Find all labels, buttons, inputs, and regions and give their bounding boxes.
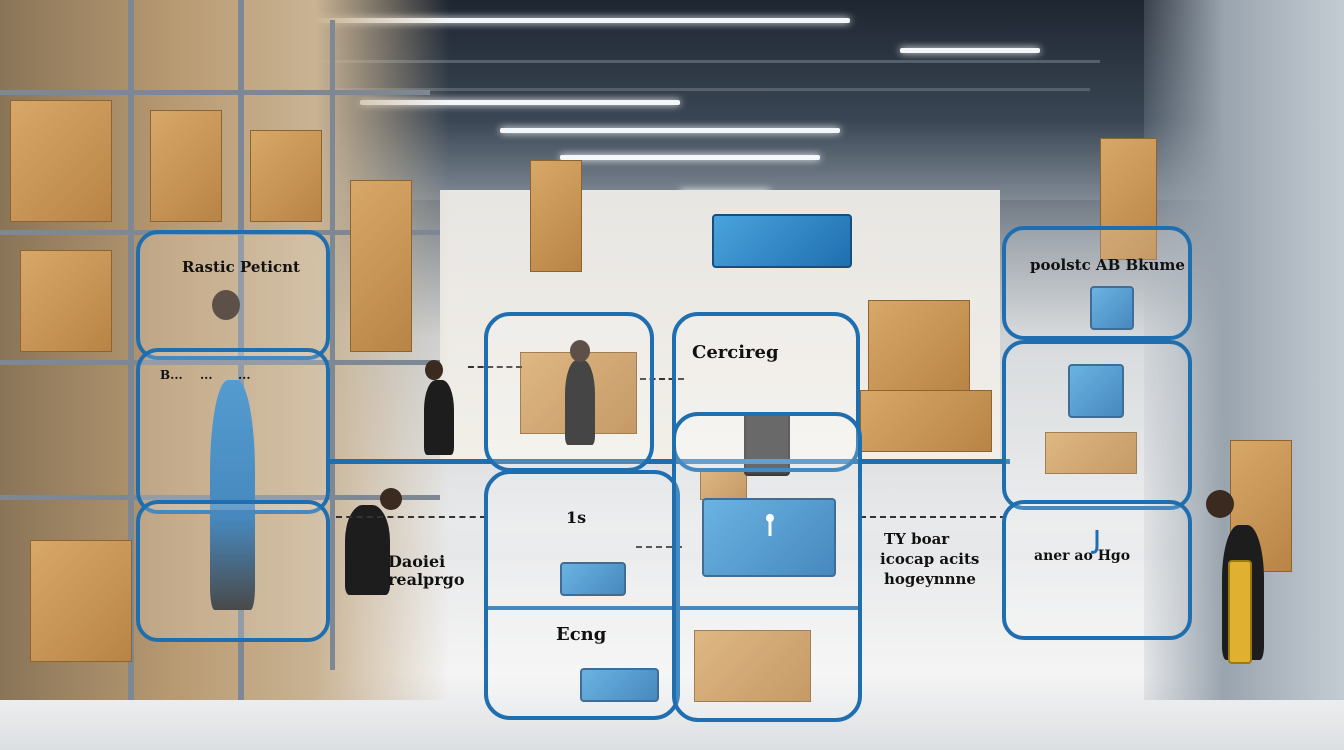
carton	[350, 180, 412, 352]
worker-figure	[345, 505, 390, 595]
overlay-panel-center-bottom-right	[672, 412, 862, 722]
tool-icon	[766, 514, 774, 536]
ceiling-light	[500, 128, 840, 133]
center-label-top: Cercireg	[692, 342, 779, 363]
overlay-panel-right-middle	[1002, 340, 1192, 510]
small-machine	[580, 668, 659, 702]
ceiling-beam	[300, 60, 1100, 63]
overlay-panel-top-right	[1002, 226, 1192, 340]
carton	[530, 160, 582, 272]
shelf-rack	[0, 90, 430, 95]
dashed-connector	[860, 516, 1006, 518]
left-label-line-1: Daoiei	[388, 552, 446, 571]
ceiling-light	[900, 48, 1040, 53]
dashed-connector	[636, 546, 682, 548]
packing-machine	[702, 498, 836, 577]
carton	[10, 100, 112, 222]
overhead-machine	[712, 214, 852, 268]
worker-head	[570, 340, 590, 362]
doc-text-line: B...	[160, 368, 183, 382]
right-label-lower: aner ao Hgo	[1034, 548, 1131, 564]
carton	[150, 110, 222, 222]
shelf-upright	[330, 20, 335, 670]
ceiling-beam	[330, 88, 1090, 91]
carton	[20, 250, 112, 352]
connector-line	[330, 459, 1010, 464]
carton	[1045, 432, 1137, 474]
right-label-line-3: hogeynnne	[884, 570, 976, 588]
center-label-bottom: Ecng	[556, 624, 607, 645]
dashed-connector	[336, 516, 486, 518]
hook-icon	[1090, 530, 1099, 554]
overlay-panel-top-left	[136, 230, 330, 360]
ceiling-light	[560, 155, 820, 160]
worker-figure-blue	[210, 380, 255, 610]
panel-label-top-left: Rastic Peticnt	[182, 258, 300, 276]
carton	[30, 540, 132, 662]
robot-arm	[1068, 364, 1124, 418]
carton	[1100, 138, 1157, 260]
carton-stack	[860, 390, 992, 452]
doc-text-line: ...	[200, 368, 213, 382]
left-label-line-2: realprgo	[388, 570, 465, 589]
overlay-panel-center-right	[672, 312, 860, 472]
forklift-mast	[1228, 560, 1252, 664]
doc-text-line: ...	[238, 368, 251, 382]
overlay-panel-center-bottom	[484, 470, 680, 720]
worker-figure	[565, 360, 595, 445]
carton-stack	[868, 300, 970, 392]
ceiling-light	[310, 18, 850, 23]
right-label-line-2: icocap acits	[880, 550, 980, 568]
carton-stack	[694, 630, 811, 702]
dashed-connector	[640, 378, 684, 380]
worker-figure	[424, 380, 454, 455]
overlay-panel-left-bottom	[136, 500, 330, 642]
shelf-upright	[128, 0, 134, 700]
robot-arm	[1090, 286, 1134, 330]
shelf-rack	[0, 360, 440, 365]
overlay-panel-center-top	[484, 312, 654, 472]
carton	[250, 130, 322, 222]
panel-label-top-right: poolstc AB Bkume	[1030, 256, 1185, 274]
overlay-panel-left-middle	[136, 348, 330, 514]
small-machine	[560, 562, 626, 596]
right-label-line-1: TY boar	[884, 530, 950, 548]
dashed-connector	[468, 366, 522, 368]
ceiling-light	[360, 100, 680, 105]
worker-head	[425, 360, 443, 380]
overlay-panel-right-bottom	[1002, 500, 1192, 640]
worker-head	[1206, 490, 1234, 518]
worker-head	[380, 488, 402, 510]
worker-head	[212, 290, 240, 320]
center-label-mid: 1s	[566, 508, 587, 527]
